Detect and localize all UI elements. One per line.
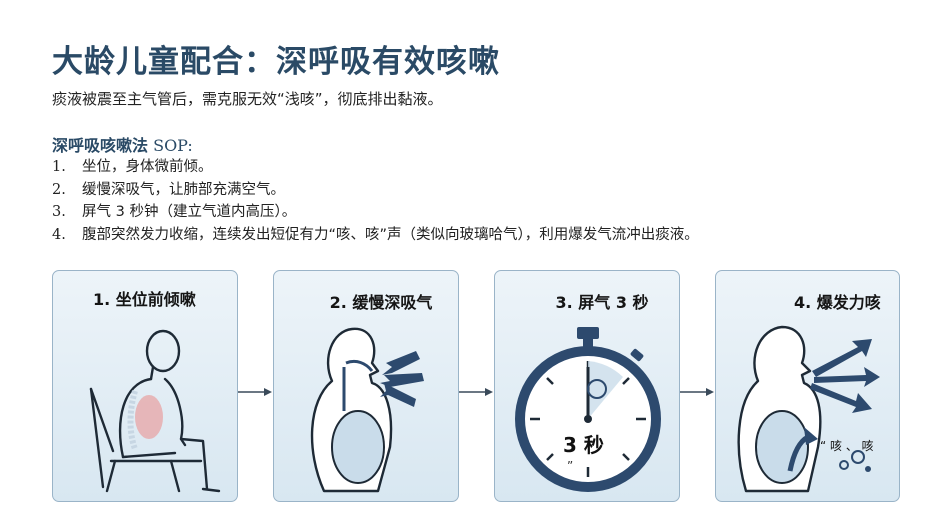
inhale-arrows-icon [310,327,424,493]
sop-step: 2. 缓慢深吸气，让肺部充满空气。 [52,179,699,202]
panel-caption-2: 2. 缓慢深吸气 [329,293,433,312]
sop-steps: 1. 坐位，身体微前倾。 2. 缓慢深吸气，让肺部充满空气。 3. 屏气 3 秒钟（建… [52,156,699,246]
step-text: 腹部突然发力收缩，连续发出短促有力“咳、咳”声（类似向玻璃哈气），利用爆发气流冲… [82,226,699,243]
page-title: 大龄儿童配合：深呼吸有效咳嗽 [52,44,500,80]
step-number: 2. [52,181,66,198]
connector-arrow-icon [680,388,714,396]
page-subtitle: 痰液被震至主气管后，需克服无效“浅咳”，彻底排出黏液。 [52,90,443,108]
step-panel-2: 2. 缓慢深吸气 [273,270,459,502]
sop-step: 1. 坐位，身体微前倾。 [52,156,699,179]
step-number: 4. [52,226,66,243]
sitting-child-icon [89,329,221,493]
panel-caption-1: 1. 坐位前倾嗽 [93,290,196,309]
stopwatch-icon [515,327,661,492]
cough-burst-icon [737,325,880,493]
timer-quote: ” [567,459,574,473]
step-text: 坐位，身体微前倾。 [82,159,213,175]
step-panel-3: 3. 屏气 3 秒 3 秒 ” [494,270,680,502]
connector-arrow-icon [459,388,493,396]
sop-heading-bold: 深呼吸咳嗽法 [52,136,149,155]
connector-arrow-icon [238,388,272,396]
cough-text: “ 咳 、 咳 [820,439,874,453]
step-number: 3. [52,204,66,220]
timer-label: 3 秒 [563,433,604,457]
sop-heading: 深呼吸咳嗽法 SOP: [52,132,193,156]
sop-step: 3. 屏气 3 秒钟（建立气道内高压）。 [52,201,699,224]
step-panel-1: 1. 坐位前倾嗽 [52,270,238,502]
step-panel-4: 4. 爆发力咳 “ 咳 、 咳 [715,270,900,502]
step-number: 1. [52,159,66,175]
sop-heading-suffix: SOP: [148,136,193,155]
sop-step: 4. 腹部突然发力收缩，连续发出短促有力“咳、咳”声（类似向玻璃哈气），利用爆发气… [52,224,699,247]
step-text: 缓慢深吸气，让肺部充满空气。 [82,181,285,198]
step-text: 屏气 3 秒钟（建立气道内高压）。 [82,204,297,220]
panel-caption-3: 3. 屏气 3 秒 [555,293,649,312]
panel-caption-4: 4. 爆发力咳 [794,293,881,312]
